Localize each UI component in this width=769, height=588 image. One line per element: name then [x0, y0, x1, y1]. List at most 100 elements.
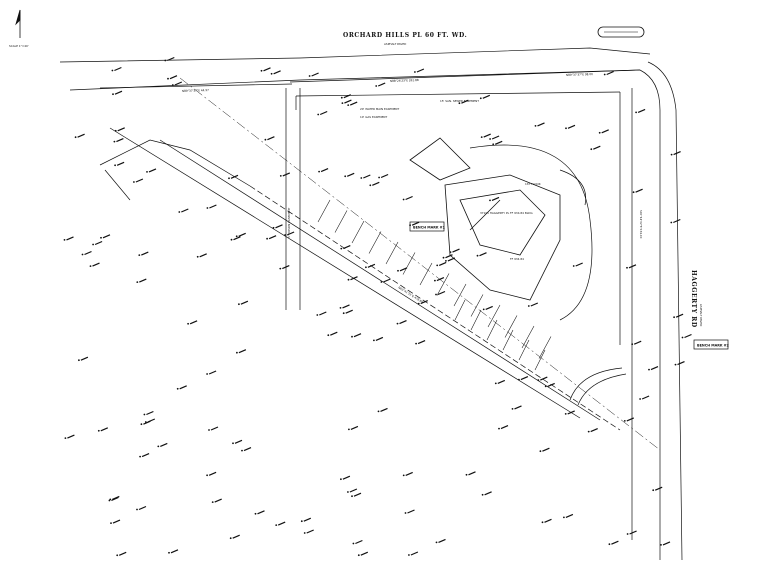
parking-stall-line — [486, 319, 498, 341]
spot-elevation-marker — [316, 314, 319, 316]
spot-elevation-marker — [435, 541, 438, 544]
spot-elevation-tick — [611, 540, 619, 545]
spot-elevation-tick — [277, 521, 286, 526]
parking-stall-line — [317, 199, 331, 223]
spot-elevation-tick — [208, 370, 217, 375]
spot-elevation-tick — [243, 447, 252, 452]
spot-elevation-tick — [567, 410, 575, 415]
parking-stall-line — [419, 262, 433, 286]
spot-elevation-marker — [492, 143, 495, 146]
spot-elevation-tick — [626, 417, 635, 422]
spot-elevation-tick — [437, 290, 446, 296]
spot-elevation-marker — [74, 136, 77, 139]
svg-text:BENCH MARK #2: BENCH MARK #2 — [697, 344, 730, 348]
spot-elevation-tick — [84, 250, 92, 256]
spot-elevation-tick — [343, 94, 352, 99]
bearing-diagonal: N63°41'31"E 478.86 — [397, 285, 424, 304]
spot-elevation-marker — [340, 478, 342, 481]
spot-elevation-marker — [674, 363, 677, 366]
spot-elevation-marker — [270, 72, 273, 75]
spot-elevation-marker — [236, 351, 238, 354]
parking-stalls — [317, 199, 552, 371]
spot-elevation-marker — [89, 265, 92, 267]
spot-elevation-tick — [447, 257, 456, 262]
spot-elevation-tick — [114, 66, 122, 72]
spot-elevation-tick — [484, 491, 492, 496]
spot-elevation-marker — [351, 335, 353, 338]
spot-elevation-marker — [238, 303, 240, 306]
spot-elevation-marker — [670, 221, 673, 224]
spot-elevation-tick — [306, 529, 314, 534]
spot-elevation-tick — [111, 496, 119, 502]
spot-elevation-marker — [489, 138, 491, 140]
spot-elevation-marker — [97, 429, 100, 432]
spot-elevation-marker — [544, 385, 547, 388]
spot-elevation-tick — [319, 110, 328, 116]
spot-elevations — [63, 56, 692, 557]
spot-elevation-marker — [590, 148, 593, 151]
spot-elevation-tick — [169, 75, 178, 80]
spot-elevation-tick — [547, 382, 555, 387]
parking-stall-line — [351, 220, 365, 244]
spot-elevation-marker — [415, 342, 417, 345]
spot-elevation-marker — [537, 379, 540, 381]
spot-elevation-marker — [598, 131, 601, 134]
spot-elevation-marker — [211, 501, 214, 503]
spot-elevation-marker — [340, 247, 343, 250]
spot-elevation-tick — [677, 361, 685, 366]
spot-elevation-marker — [206, 207, 209, 209]
svg-text:BENCH MARK #1: BENCH MARK #1 — [413, 226, 446, 230]
spot-elevation-tick — [342, 475, 351, 480]
spot-elevation-tick — [267, 136, 275, 141]
spot-elevation-tick — [116, 161, 125, 166]
spot-elevation-marker — [167, 77, 169, 80]
spot-elevation-marker — [348, 428, 350, 431]
spot-elevation-marker — [171, 84, 174, 86]
spot-elevation-tick — [491, 196, 500, 201]
spot-elevation-marker — [404, 512, 407, 514]
parking-stall-line — [385, 241, 399, 265]
spot-elevation-marker — [632, 191, 635, 194]
easement-note-4: 5' EDISON EASEMENT — [287, 207, 291, 238]
spot-elevation-marker — [260, 69, 263, 72]
spot-elevation-marker — [563, 516, 565, 519]
spot-elevation-marker — [341, 102, 344, 104]
spot-elevation-marker — [527, 305, 530, 307]
spot-elevation-tick — [268, 235, 277, 240]
spot-elevation-tick — [673, 151, 681, 156]
spot-elevation-marker — [100, 236, 102, 239]
spot-elevation-marker — [230, 238, 233, 241]
spot-elevation-marker — [564, 413, 567, 415]
spot-elevation-tick — [633, 340, 642, 345]
parking-stall-line — [521, 325, 535, 349]
spot-elevation-marker — [266, 237, 268, 240]
spot-elevation-marker — [445, 260, 447, 262]
spot-elevation-tick — [567, 124, 576, 129]
spot-elevation-marker — [534, 125, 537, 127]
spot-elevation-tick — [520, 376, 529, 381]
spot-elevation-marker — [235, 235, 238, 238]
spot-elevation-marker — [631, 343, 634, 346]
spot-elevation-tick — [542, 447, 550, 452]
building-label: 37101 HAGGERTY PL FF 934.84 BLDG — [480, 211, 533, 215]
spot-elevation-tick — [673, 218, 681, 224]
road-subtitle-east: ASPHALT PAVED — [699, 304, 703, 326]
spot-elevation-marker — [111, 69, 114, 72]
spot-elevation-tick — [497, 379, 506, 384]
spot-elevation-marker — [113, 140, 116, 143]
spot-elevation-marker — [178, 211, 181, 213]
spot-elevation-tick — [189, 320, 198, 325]
spot-elevation-tick — [684, 333, 692, 339]
spot-elevation-tick — [372, 181, 380, 186]
spot-elevation-tick — [438, 538, 446, 543]
spot-elevation-tick — [593, 145, 601, 150]
spot-elevation-tick — [233, 236, 241, 241]
bearing-east: S00°14'32"E 534.00 — [639, 210, 643, 239]
spot-elevation-marker — [402, 474, 405, 477]
spot-elevation-tick — [77, 133, 85, 138]
spot-elevation-tick — [102, 234, 111, 239]
spot-elevation-tick — [416, 68, 425, 73]
spot-elevation-tick — [141, 251, 149, 256]
spot-elevation-marker — [176, 387, 179, 390]
